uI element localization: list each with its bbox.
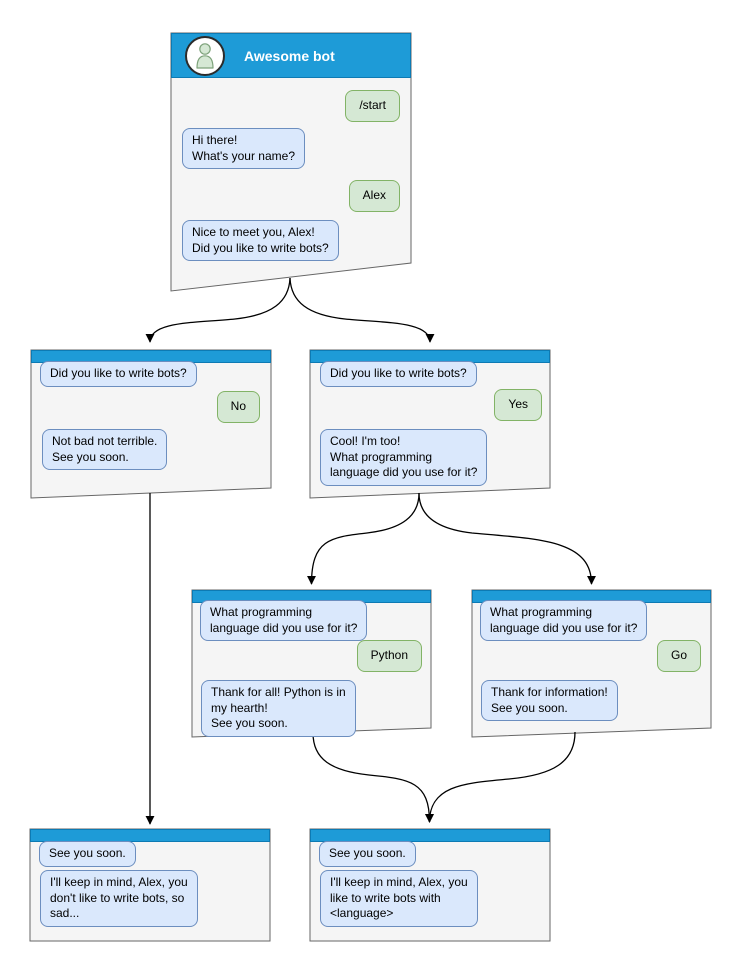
user-message-python: Python: [356, 640, 422, 672]
bot-title: Awesome bot: [244, 47, 335, 64]
bot-message-reply: I'll keep in mind, Alex, you like to wri…: [320, 870, 478, 927]
chat-titlebar: [30, 829, 270, 842]
user-message-no: No: [216, 391, 260, 423]
window-main: Awesome bot /start Hi there! What's your…: [171, 33, 411, 291]
bot-message-reply: I'll keep in mind, Alex, you don't like …: [40, 870, 198, 927]
bot-message-ask-write-bots: Nice to meet you, Alex! Did you like to …: [182, 220, 339, 261]
user-message-name: Alex: [348, 180, 400, 212]
person-icon: [196, 43, 214, 69]
window-end-yes: See you soon. I'll keep in mind, Alex, y…: [310, 829, 550, 941]
user-message-yes: Yes: [494, 389, 542, 421]
connector-main-to-yes: [289, 277, 435, 343]
user-message-go: Go: [656, 640, 701, 672]
bot-message-greeting: Hi there! What's your name?: [182, 128, 306, 169]
bot-message-question: Did you like to write bots?: [320, 361, 477, 387]
window-branch-go: What programming language did you use fo…: [472, 590, 711, 737]
bot-message-question: What programming language did you use fo…: [200, 600, 368, 641]
bot-message-question: What programming language did you use fo…: [480, 600, 648, 641]
bot-avatar: [185, 35, 225, 76]
connector-yes-to-python: [306, 492, 420, 585]
connector-yes-to-go: [418, 492, 597, 585]
connector-go-to-end: [424, 731, 576, 823]
window-branch-python: What programming language did you use fo…: [192, 590, 431, 737]
bot-message-reply: Cool! I'm too! What programming language…: [320, 429, 488, 486]
user-message-start: /start: [345, 90, 400, 122]
bot-message-question: Did you like to write bots?: [40, 361, 197, 387]
window-branch-no: Did you like to write bots? No Not bad n…: [31, 350, 271, 498]
chat-titlebar: [310, 829, 550, 842]
bot-message-see-you-soon: See you soon.: [319, 841, 416, 867]
connector-python-to-end: [312, 732, 435, 823]
window-end-no: See you soon. I'll keep in mind, Alex, y…: [30, 829, 270, 941]
chat-titlebar: Awesome bot: [171, 33, 411, 78]
bot-message-see-you-soon: See you soon.: [39, 841, 136, 867]
connector-main-to-no: [145, 277, 291, 343]
window-branch-yes: Did you like to write bots? Yes Cool! I'…: [310, 350, 550, 498]
bot-message-reply: Thank for all! Python is in my hearth! S…: [201, 680, 356, 737]
bot-message-reply: Not bad not terrible. See you soon.: [42, 429, 168, 470]
bot-message-reply: Thank for information! See you soon.: [481, 680, 618, 721]
